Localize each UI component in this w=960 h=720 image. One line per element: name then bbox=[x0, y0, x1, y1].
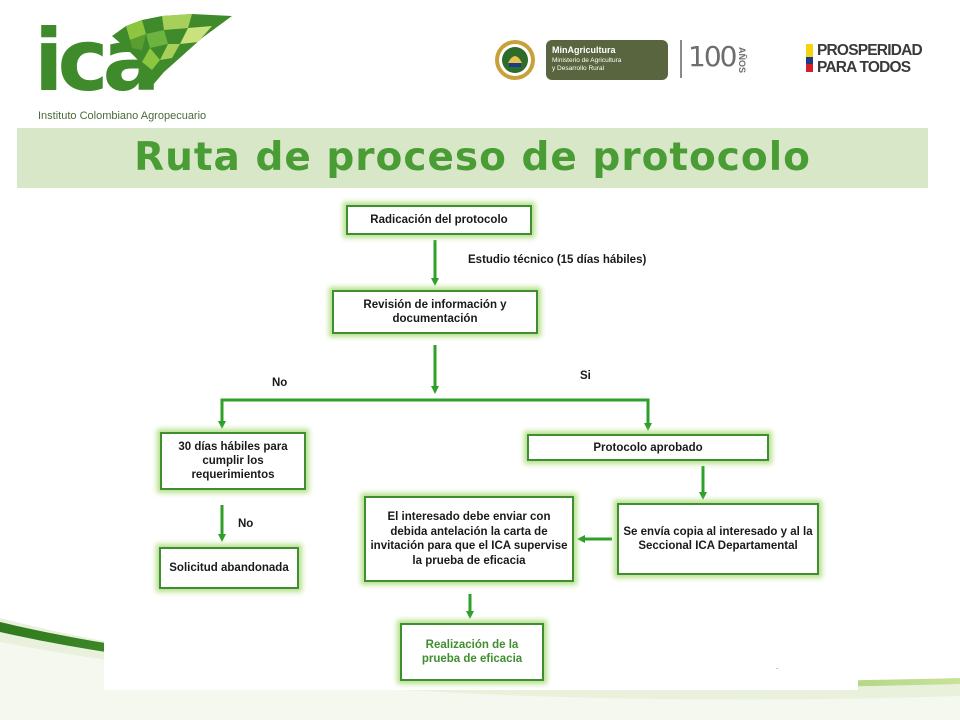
node-30-dias: 30 días hábiles para cumplir los requeri… bbox=[160, 432, 306, 490]
label-no-branch: No bbox=[272, 377, 288, 389]
minagricultura-subtitle-1: Ministerio de Agricultura bbox=[552, 57, 622, 64]
bottom-wave-decoration bbox=[0, 618, 960, 720]
label-estudio-tecnico: Estudio técnico (15 días hábiles) bbox=[468, 254, 647, 266]
footnote-mark: . bbox=[776, 662, 779, 671]
label-si-branch: Si bbox=[580, 370, 591, 382]
label-no-down: No bbox=[238, 518, 254, 530]
logo-subtitle: Instituto Colombiano Agropecuario bbox=[38, 110, 207, 122]
leaf-mosaic-logo-icon bbox=[112, 14, 232, 86]
title-band bbox=[17, 128, 928, 188]
node-envia-copia: Se envía copia al interesado y al la Sec… bbox=[617, 503, 819, 575]
prosperity-slogan-line-1: PROSPERIDAD bbox=[817, 42, 923, 59]
national-seal-icon bbox=[495, 40, 535, 80]
node-revision: Revisión de información y documentación bbox=[332, 290, 538, 334]
anniversary-word: AÑOS bbox=[737, 47, 747, 74]
node-protocolo-aprobado: Protocolo aprobado bbox=[527, 434, 769, 461]
prosperity-slogan-line-2: PARA TODOS bbox=[817, 59, 911, 76]
node-radicacion: Radicación del protocolo bbox=[346, 205, 532, 235]
node-solicitud-abandonada: Solicitud abandonada bbox=[159, 547, 299, 589]
branch-line bbox=[220, 398, 650, 426]
node-interesado-debe-enviar: El interesado debe enviar con debida ant… bbox=[364, 496, 574, 582]
minagricultura-title: MinAgricultura bbox=[552, 45, 616, 55]
header-divider bbox=[680, 40, 682, 78]
colombia-flag-red-stripe bbox=[806, 64, 813, 72]
page-title: Ruta de proceso de protocolo bbox=[134, 135, 811, 180]
minagricultura-badge: MinAgricultura Ministerio de Agricultura… bbox=[546, 40, 668, 80]
node-realizacion-prueba: Realización de la prueba de eficacia bbox=[400, 623, 544, 681]
colombia-flag-blue-stripe bbox=[806, 57, 813, 64]
minagricultura-subtitle-2: y Desarrollo Rural bbox=[552, 65, 605, 72]
anniversary-number: 100 bbox=[688, 40, 737, 73]
colombia-flag-icon bbox=[806, 44, 813, 57]
